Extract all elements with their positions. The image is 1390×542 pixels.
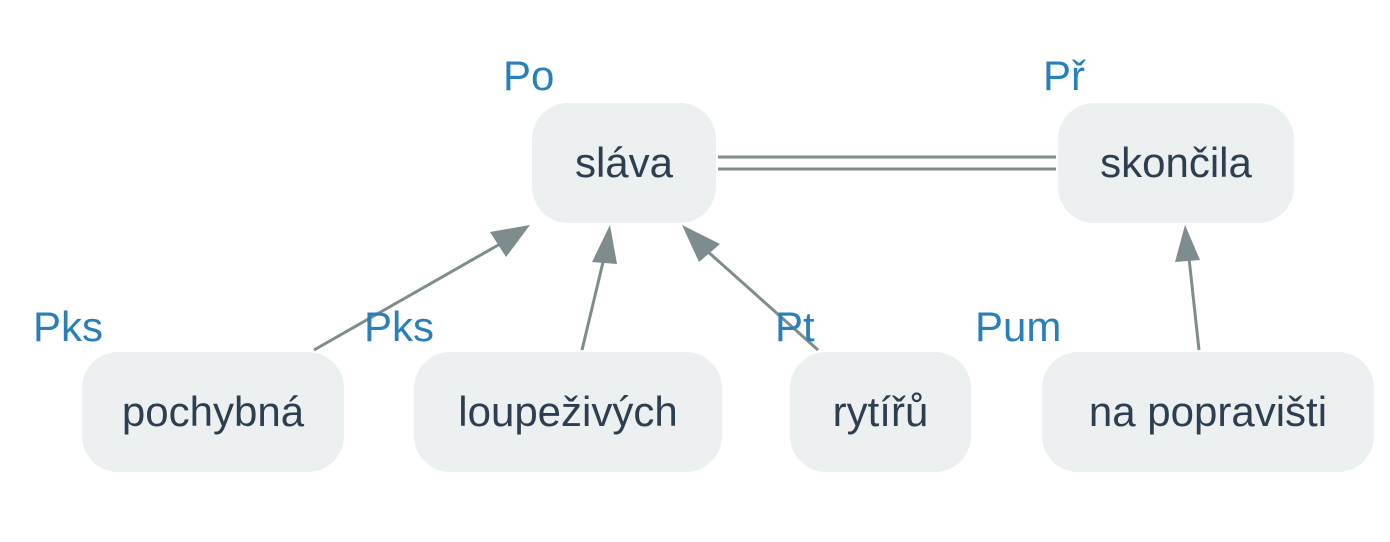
node-pochybna: pochybná [82,352,344,472]
node-skoncila: skončila [1058,103,1294,223]
relation-label-pks-loupezivych: Pks [364,303,435,350]
relation-label-pum: Pum [975,303,1062,350]
relation-label-po: Po [503,52,555,99]
arrowhead-pochybna-to-slava [490,225,530,257]
edge-rytiru-to-slava [705,248,819,352]
arrowhead-loupezivych-to-slava [592,225,617,264]
node-loupezivych: loupeživých [414,352,722,472]
relation-label-pks-pochybna: Pks [33,303,104,350]
node-slava: sláva [532,103,716,223]
edge-na-popravisti-to-skoncila [1187,257,1201,351]
edge-pochybna-to-slava [313,242,501,352]
relation-label-pr: Př [1043,52,1085,99]
arrowhead-rytiru-to-slava [682,225,720,262]
node-rytiru: rytířů [790,352,971,472]
arrowhead-na-popravisti-to-skoncila [1175,225,1200,262]
relation-label-pt: Pt [775,303,815,350]
node-na-popravisti: na popravišti [1042,352,1374,472]
edge-loupezivych-to-slava [580,257,606,351]
